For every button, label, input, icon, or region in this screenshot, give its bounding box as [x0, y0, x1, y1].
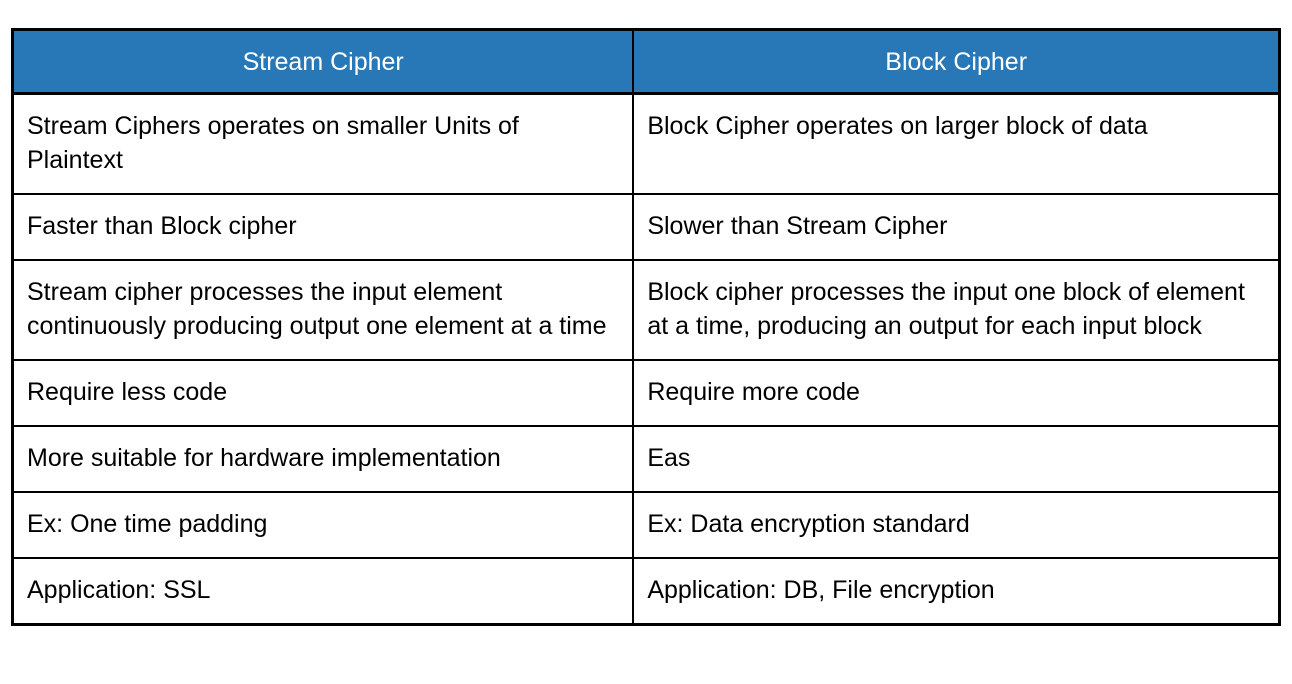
- table-cell: More suitable for hardware implementatio…: [11, 425, 635, 493]
- table-cell: Slower than Stream Cipher: [632, 193, 1281, 261]
- comparison-table: Stream Cipher Block Cipher Stream Cipher…: [11, 28, 1281, 626]
- table-cell: Block cipher processes the input one blo…: [632, 259, 1281, 361]
- table-cell: Require more code: [632, 359, 1281, 427]
- header-cell-block-cipher: Block Cipher: [632, 28, 1281, 95]
- table-row: Faster than Block cipher Slower than Str…: [11, 193, 1281, 261]
- table-row: Stream cipher processes the input elemen…: [11, 259, 1281, 361]
- header-cell-stream-cipher: Stream Cipher: [11, 28, 635, 95]
- table-row: Ex: One time padding Ex: Data encryption…: [11, 491, 1281, 559]
- comparison-table-container: Stream Cipher Block Cipher Stream Cipher…: [11, 28, 1281, 626]
- table-cell: Block Cipher operates on larger block of…: [632, 92, 1281, 195]
- table-cell: Faster than Block cipher: [11, 193, 635, 261]
- table-cell: Application: SSL: [11, 557, 635, 626]
- table-cell: Ex: One time padding: [11, 491, 635, 559]
- table-cell: Require less code: [11, 359, 635, 427]
- table-row: Require less code Require more code: [11, 359, 1281, 427]
- table-header-row: Stream Cipher Block Cipher: [11, 28, 1281, 95]
- table-cell: Eas: [632, 425, 1281, 493]
- table-row: Application: SSL Application: DB, File e…: [11, 557, 1281, 626]
- table-cell: Stream cipher processes the input elemen…: [11, 259, 635, 361]
- table-cell: Ex: Data encryption standard: [632, 491, 1281, 559]
- table-row: More suitable for hardware implementatio…: [11, 425, 1281, 493]
- table-row: Stream Ciphers operates on smaller Units…: [11, 92, 1281, 195]
- table-cell: Application: DB, File encryption: [632, 557, 1281, 626]
- table-cell: Stream Ciphers operates on smaller Units…: [11, 92, 635, 195]
